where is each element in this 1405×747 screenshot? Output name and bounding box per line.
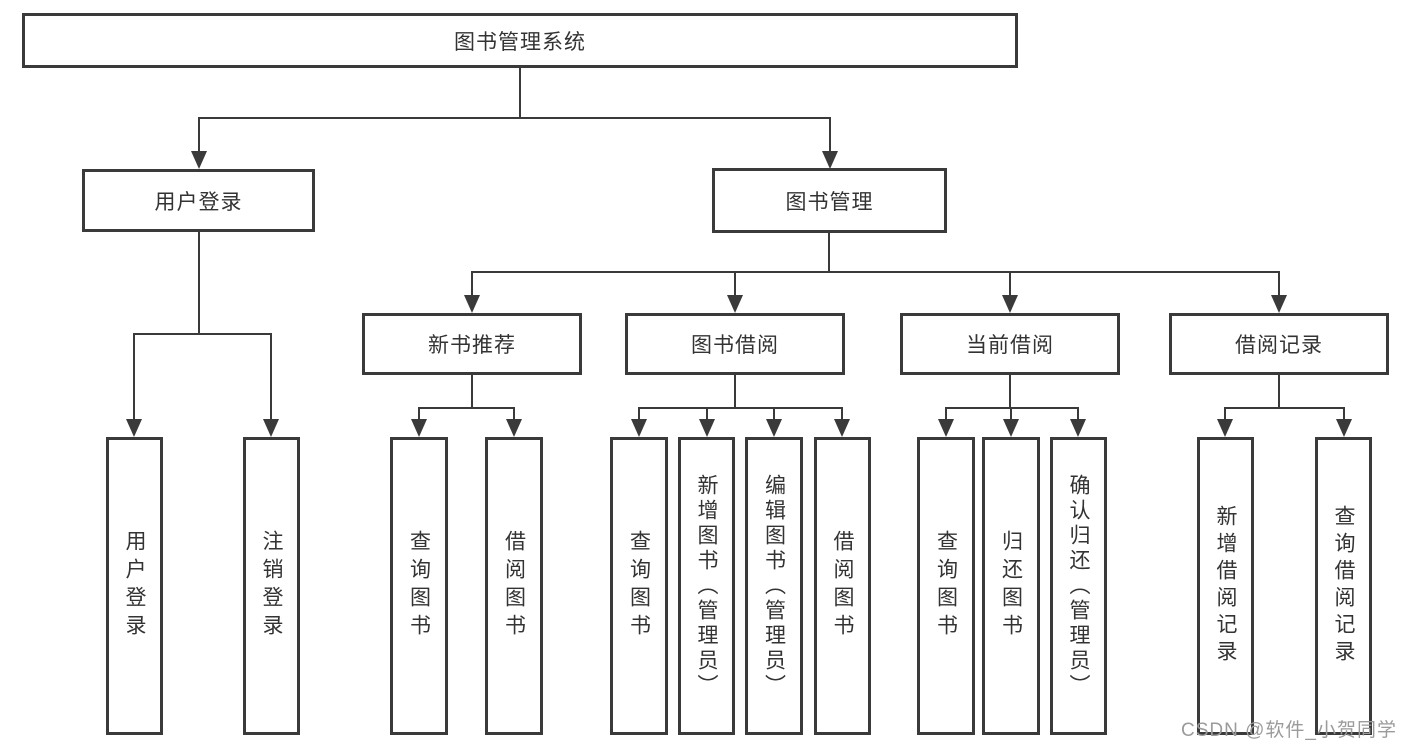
leaf-add-book-admin-label: 新增图书（管理员） bbox=[695, 473, 718, 699]
connector-line bbox=[829, 117, 831, 153]
node-user-login: 用户登录 bbox=[82, 169, 315, 232]
connector-line bbox=[418, 407, 515, 409]
leaf-edit-book-admin: 编辑图书（管理员） bbox=[745, 437, 803, 735]
arrow-down-icon bbox=[1070, 419, 1086, 437]
arrow-down-icon bbox=[191, 151, 207, 169]
leaf-query-borrow-record: 查询借阅记录 bbox=[1315, 437, 1372, 735]
connector-line bbox=[198, 117, 831, 119]
leaf-logout-label: 注销登录 bbox=[260, 530, 283, 642]
node-book-borrow-label: 图书借阅 bbox=[691, 334, 779, 357]
connector-line bbox=[133, 333, 135, 421]
connector-line bbox=[1278, 375, 1280, 408]
node-root: 图书管理系统 bbox=[22, 13, 1018, 68]
leaf-borrow-books-1-label: 借阅图书 bbox=[502, 530, 526, 642]
connector-line bbox=[773, 407, 775, 421]
node-current-borrow-label: 当前借阅 bbox=[966, 334, 1054, 357]
leaf-borrow-books-1: 借阅图书 bbox=[485, 437, 543, 735]
node-user-login-label: 用户登录 bbox=[154, 190, 243, 214]
connector-line bbox=[706, 407, 708, 421]
leaf-query-books-1: 查询图书 bbox=[390, 437, 448, 735]
arrow-down-icon bbox=[699, 419, 715, 437]
arrow-down-icon bbox=[411, 419, 427, 437]
connector-line bbox=[133, 333, 271, 335]
leaf-user-login: 用户登录 bbox=[106, 437, 163, 735]
arrow-down-icon bbox=[1336, 419, 1352, 437]
connector-line bbox=[841, 407, 843, 421]
connector-line bbox=[519, 68, 521, 118]
leaf-add-book-admin: 新增图书（管理员） bbox=[678, 437, 735, 735]
arrow-down-icon bbox=[126, 419, 142, 437]
connector-line bbox=[471, 375, 473, 408]
csdn-watermark: CSDN @软件_小贺同学 bbox=[1181, 720, 1397, 741]
arrow-down-icon bbox=[1003, 419, 1019, 437]
arrow-down-icon bbox=[1217, 419, 1233, 437]
connector-line bbox=[638, 407, 843, 409]
arrow-down-icon bbox=[766, 419, 782, 437]
node-current-borrow: 当前借阅 bbox=[900, 313, 1120, 375]
connector-line bbox=[638, 407, 640, 421]
leaf-query-books-3: 查询图书 bbox=[917, 437, 975, 735]
arrow-down-icon bbox=[727, 295, 743, 313]
node-book-management-label: 图书管理 bbox=[785, 190, 874, 214]
arrow-down-icon bbox=[1271, 295, 1287, 313]
connector-line bbox=[1010, 407, 1012, 421]
node-new-book-recommend-label: 新书推荐 bbox=[428, 334, 516, 357]
connector-line bbox=[1077, 407, 1079, 421]
leaf-borrow-books-2: 借阅图书 bbox=[814, 437, 871, 735]
connector-line bbox=[198, 117, 200, 153]
node-root-label: 图书管理系统 bbox=[454, 30, 586, 54]
leaf-return-books: 归还图书 bbox=[982, 437, 1040, 735]
leaf-borrow-books-2-label: 借阅图书 bbox=[831, 530, 854, 642]
connector-line bbox=[513, 407, 515, 421]
connector-line bbox=[198, 232, 200, 334]
connector-line bbox=[1224, 407, 1226, 421]
connector-line bbox=[471, 271, 1279, 273]
leaf-query-books-1-label: 查询图书 bbox=[407, 530, 431, 642]
leaf-query-books-3-label: 查询图书 bbox=[934, 530, 958, 642]
leaf-query-books-2: 查询图书 bbox=[610, 437, 668, 735]
leaf-query-borrow-record-label: 查询借阅记录 bbox=[1332, 505, 1355, 667]
leaf-add-borrow-record: 新增借阅记录 bbox=[1197, 437, 1254, 735]
node-new-book-recommend: 新书推荐 bbox=[362, 313, 582, 375]
leaf-query-books-2-label: 查询图书 bbox=[627, 530, 651, 642]
connector-line bbox=[734, 271, 736, 297]
node-book-management: 图书管理 bbox=[712, 168, 947, 233]
arrow-down-icon bbox=[822, 151, 838, 169]
leaf-confirm-return-admin-label: 确认归还（管理员） bbox=[1067, 473, 1090, 699]
node-book-borrow: 图书借阅 bbox=[625, 313, 845, 375]
arrow-down-icon bbox=[464, 295, 480, 313]
connector-line bbox=[1278, 271, 1280, 297]
connector-line bbox=[945, 407, 947, 421]
connector-line bbox=[945, 407, 1079, 409]
leaf-user-login-label: 用户登录 bbox=[123, 530, 146, 642]
connector-line bbox=[1224, 407, 1344, 409]
connector-line bbox=[828, 233, 830, 272]
arrow-down-icon bbox=[263, 419, 279, 437]
connector-line bbox=[418, 407, 420, 421]
node-borrow-records-label: 借阅记录 bbox=[1235, 334, 1323, 357]
leaf-return-books-label: 归还图书 bbox=[999, 530, 1023, 642]
arrow-down-icon bbox=[1002, 295, 1018, 313]
connector-line bbox=[734, 375, 736, 408]
leaf-logout: 注销登录 bbox=[243, 437, 300, 735]
arrow-down-icon bbox=[631, 419, 647, 437]
connector-line bbox=[471, 271, 473, 297]
leaf-edit-book-admin-label: 编辑图书（管理员） bbox=[762, 473, 786, 699]
arrow-down-icon bbox=[834, 419, 850, 437]
connector-line bbox=[270, 333, 272, 421]
leaf-confirm-return-admin: 确认归还（管理员） bbox=[1050, 437, 1107, 735]
arrow-down-icon bbox=[506, 419, 522, 437]
connector-line bbox=[1009, 271, 1011, 297]
leaf-add-borrow-record-label: 新增借阅记录 bbox=[1214, 505, 1237, 667]
arrow-down-icon bbox=[938, 419, 954, 437]
connector-line bbox=[1343, 407, 1345, 421]
node-borrow-records: 借阅记录 bbox=[1169, 313, 1389, 375]
connector-line bbox=[1009, 375, 1011, 408]
